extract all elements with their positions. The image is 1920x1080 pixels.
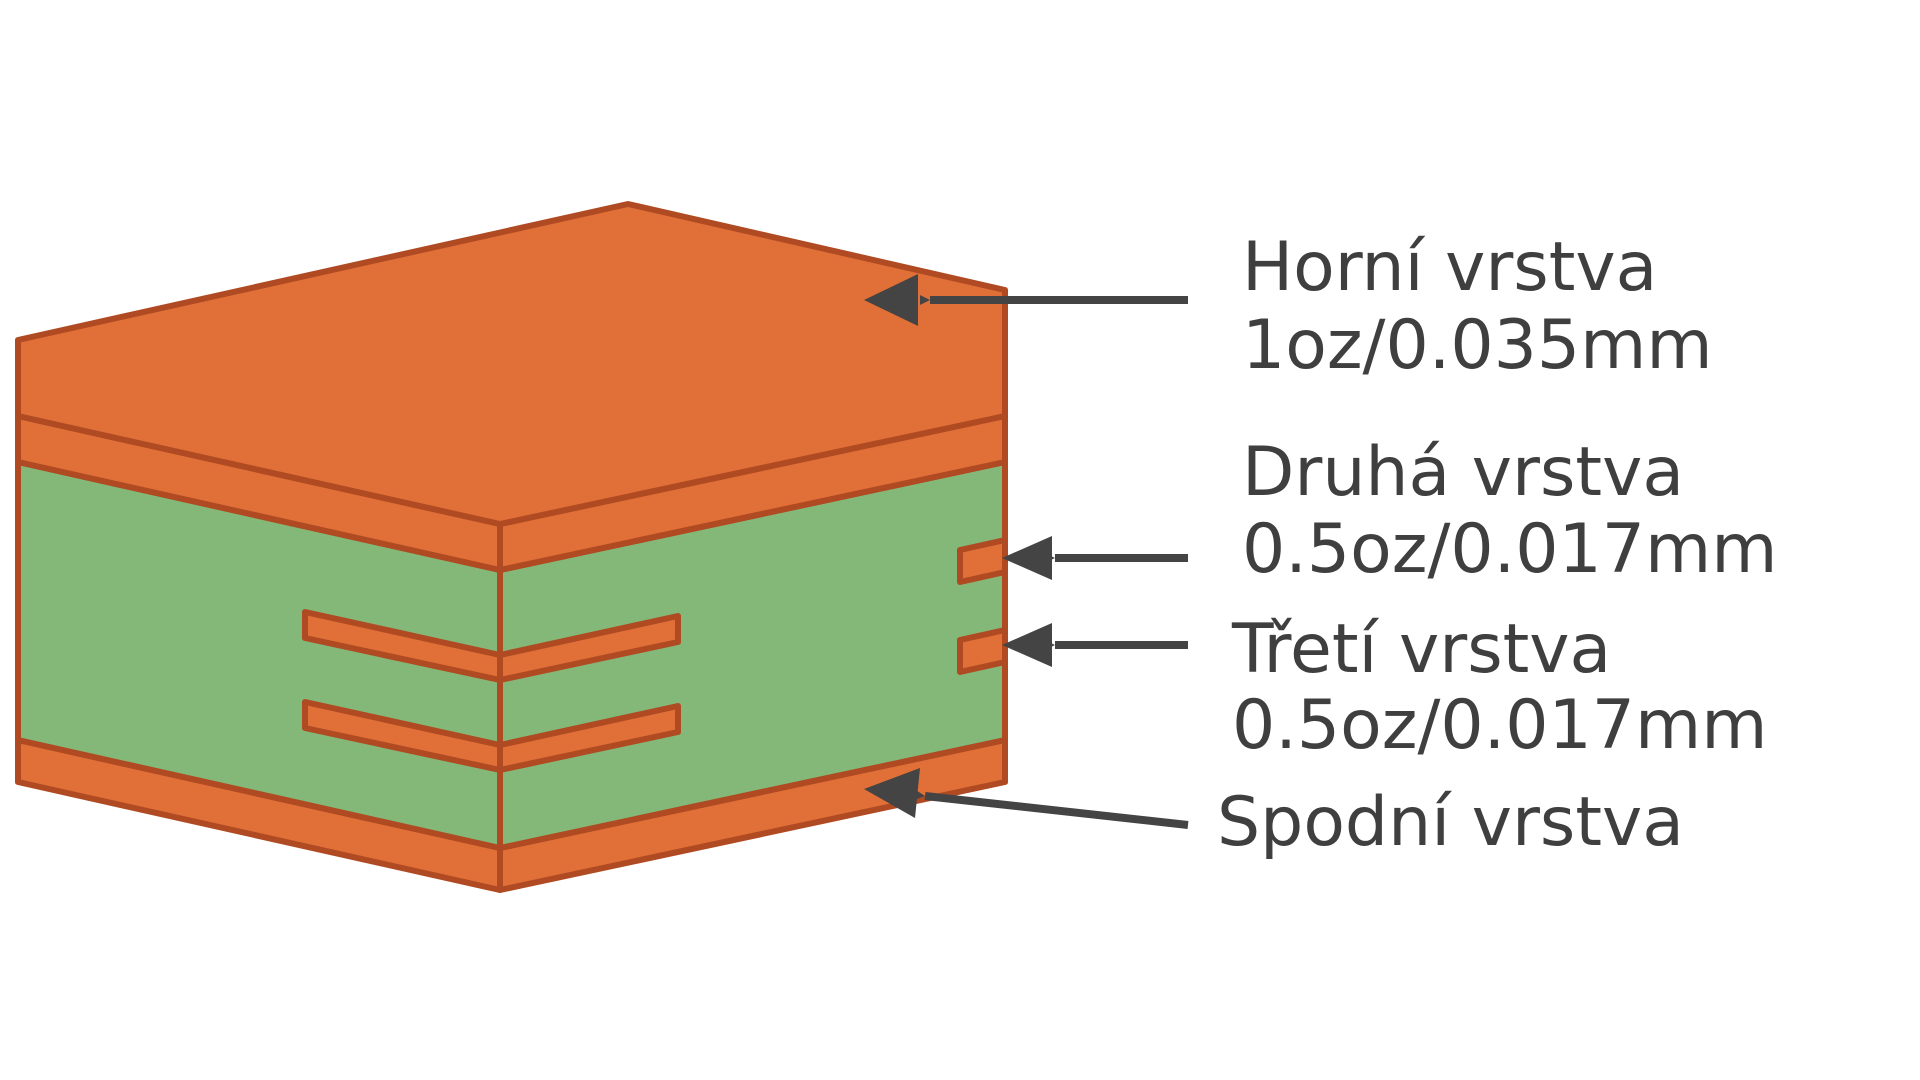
bottom-layer-name: Spodní vrstva bbox=[1217, 783, 1684, 862]
arrowheads bbox=[864, 274, 1052, 818]
arrows bbox=[914, 295, 1189, 829]
inner-layer-3-edge-tab bbox=[957, 627, 1008, 675]
top-layer-thickness: 1oz/0.035mm bbox=[1242, 306, 1713, 385]
second-layer-thickness: 0.5oz/0.017mm bbox=[1242, 510, 1778, 589]
arrowhead-third-layer bbox=[1002, 623, 1052, 667]
top-layer-name: Horní vrstva bbox=[1242, 228, 1657, 307]
top-copper-surface bbox=[15, 201, 1008, 527]
pcb-block bbox=[15, 201, 1008, 893]
second-layer-name: Druhá vrstva bbox=[1242, 433, 1684, 512]
arrowhead-second-layer bbox=[1002, 536, 1052, 580]
layer-labels: Horní vrstva 1oz/0.035mm Druhá vrstva 0.… bbox=[1217, 228, 1778, 862]
third-layer-name: Třetí vrstva bbox=[1231, 610, 1611, 689]
arrowhead-top-layer bbox=[864, 274, 918, 326]
inner-layer-2-edge-tab bbox=[957, 537, 1008, 585]
arrow-bottom-layer bbox=[914, 789, 1189, 829]
third-layer-thickness: 0.5oz/0.017mm bbox=[1232, 686, 1768, 765]
arrowhead-bottom-layer bbox=[864, 768, 920, 818]
